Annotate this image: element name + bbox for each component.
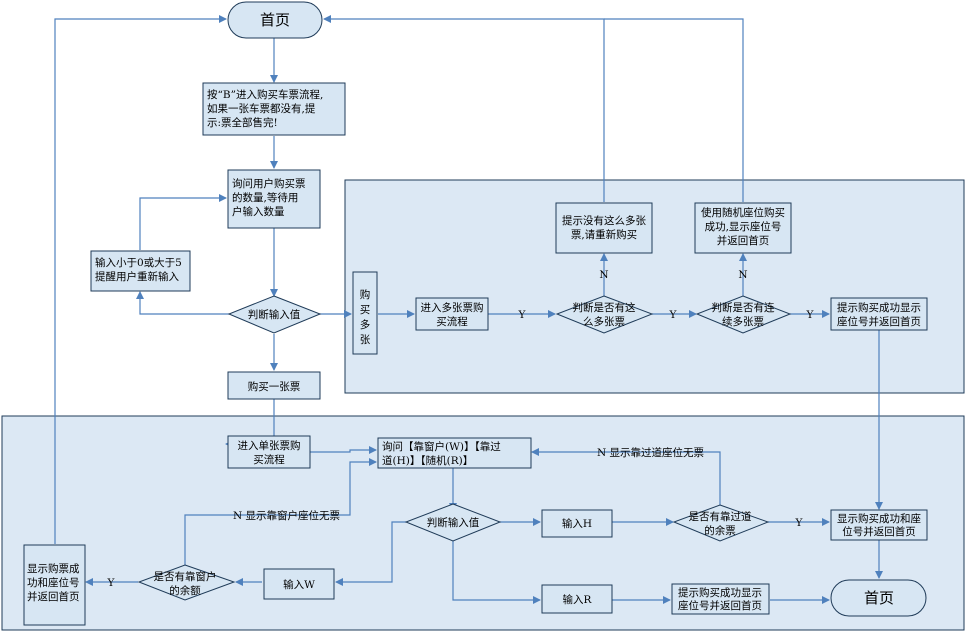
judge-input2-label: 判断输入值: [427, 516, 480, 529]
enter-multi-line2: 买流程: [436, 315, 468, 328]
check-enough-line2: 么多张票: [583, 315, 625, 328]
home-bottom-node: [830, 579, 927, 617]
label-y-enough: Y: [669, 309, 678, 321]
check-consecutive-line1: 判断是否有连: [712, 301, 775, 314]
random-seat-line2: 成功,显示座位号: [705, 220, 782, 233]
judge-input-diamond: [227, 295, 322, 334]
label-n-enough: N: [599, 269, 608, 281]
home-top-label: 首页: [260, 11, 290, 29]
label-n-consecutive: N: [738, 269, 747, 281]
label-y-aisle: Y: [795, 517, 804, 529]
show-ticket-success-line1: 显示购票成: [27, 562, 80, 575]
label-y-window: Y: [107, 577, 116, 589]
press-b-line2: 如果一张车票都没有,提: [207, 102, 316, 115]
buy-many-char1: 购: [360, 288, 371, 301]
show-aisle-success-node: [830, 509, 928, 541]
ask-seat-type-node: [377, 437, 532, 469]
buy-many-char2: 买: [360, 304, 371, 316]
random-success-line1: 提示购买成功显示: [678, 586, 762, 599]
invalid-input-line2: 提醒用户重新输入: [95, 270, 179, 283]
input-w-node: [263, 568, 335, 600]
press-b-line1: 按“B”进入购买车票流程,: [207, 88, 323, 101]
buy-many-char3: 多: [360, 318, 371, 331]
check-window-diamond: [137, 564, 236, 601]
label-y-multi: Y: [518, 309, 527, 321]
arrow-checkaisle-to-askseat: [531, 448, 721, 505]
ask-qty-line3: 户输入数量: [232, 205, 285, 218]
check-consecutive-line2: 续多张票: [722, 315, 764, 328]
check-enough-diamond: [555, 295, 654, 334]
ask-qty-line2: 的数量,等待用: [232, 191, 298, 204]
buy-one-label: 购买一张票: [248, 380, 301, 393]
arrow-checkwindow-to-askseat: [184, 458, 377, 565]
arrow-single-to-askseat: [310, 446, 377, 454]
input-r-label: 输入R: [563, 593, 593, 606]
arrow-invalid-to-askqty: [139, 194, 227, 250]
input-r-node: [541, 584, 613, 614]
show-multi-success-line1: 提示购买成功显示: [837, 301, 921, 314]
judge-input-label: 判断输入值: [248, 308, 301, 321]
check-consecutive-diamond: [695, 295, 792, 334]
home-bottom-label: 首页: [864, 589, 894, 607]
check-aisle-line1: 是否有靠过道: [689, 510, 752, 523]
input-h-node: [541, 509, 613, 538]
buy-many-char4: 张: [360, 334, 371, 346]
judge-input2-diamond: [404, 503, 502, 542]
enter-single-line1: 进入单张票购: [238, 439, 301, 452]
arrow-ticketsuccess-to-home: [54, 15, 227, 544]
show-ticket-success-line2: 功和座位号: [27, 576, 80, 589]
input-h-label: 输入H: [562, 517, 592, 530]
arrow-judge-to-invalid: [136, 291, 230, 315]
press-b-line3: 示:票全部售完!: [207, 116, 278, 129]
check-window-line1: 是否有靠窗户: [154, 570, 217, 583]
press-b-node: [202, 82, 346, 136]
arrow-random-to-home: [604, 18, 744, 202]
random-seat-node: [694, 202, 792, 254]
invalid-input-node: [90, 250, 191, 292]
enter-multi-line1: 进入多张票购: [421, 301, 484, 314]
arrow-judge2-to-inputr: [452, 540, 541, 604]
arrow-judge2-to-inputw: [335, 521, 406, 586]
show-multi-success-node: [830, 297, 928, 331]
label-y-consecutive: Y: [806, 309, 815, 321]
show-aisle-success-line1: 显示购买成功和座: [837, 512, 921, 525]
show-aisle-success-line2: 位号并返回首页: [842, 525, 916, 538]
show-ticket-success-node: [23, 544, 86, 626]
check-enough-line1: 判断是否有这: [573, 301, 636, 314]
enter-single-node: [227, 435, 311, 469]
random-seat-line3: 并返回首页: [717, 234, 770, 247]
check-aisle-line2: 的余票: [704, 524, 736, 537]
random-success-line2: 座位号并返回首页: [678, 599, 762, 612]
arrow-notenough-to-home: [323, 15, 605, 202]
enter-single-line2: 买流程: [253, 453, 285, 466]
invalid-input-line1: 输入小于0或大于5: [95, 256, 182, 269]
label-no-window: N 显示靠窗户座位无票: [233, 509, 340, 522]
check-window-line2: 的余额: [169, 584, 201, 597]
ask-qty-node: [227, 169, 321, 229]
buy-many-node: [352, 271, 378, 355]
multi-ticket-region: [344, 179, 965, 394]
ask-seat-type-line1: 询问【靠窗户(W)】【靠过: [382, 440, 501, 453]
show-multi-success-line2: 座位号并返回首页: [837, 315, 921, 328]
not-enough-line2: 票,请重新购买: [571, 228, 637, 241]
buy-one-node: [227, 371, 321, 400]
label-no-aisle: N 显示靠过道座位无票: [597, 446, 704, 459]
home-top-node: [227, 1, 323, 39]
not-enough-node: [555, 202, 653, 254]
ask-qty-line1: 询问用户购买票: [232, 177, 306, 190]
enter-multi-node: [415, 297, 489, 331]
show-ticket-success-line3: 并返回首页: [27, 590, 80, 603]
check-aisle-diamond: [672, 504, 770, 542]
input-w-label: 输入W: [283, 578, 315, 591]
not-enough-line1: 提示没有这么多张: [562, 214, 646, 227]
random-success-node: [671, 583, 770, 615]
ask-seat-type-line2: 道(H)】【随机(R)】: [382, 454, 473, 467]
random-seat-line1: 使用随机座位购买: [701, 206, 785, 219]
